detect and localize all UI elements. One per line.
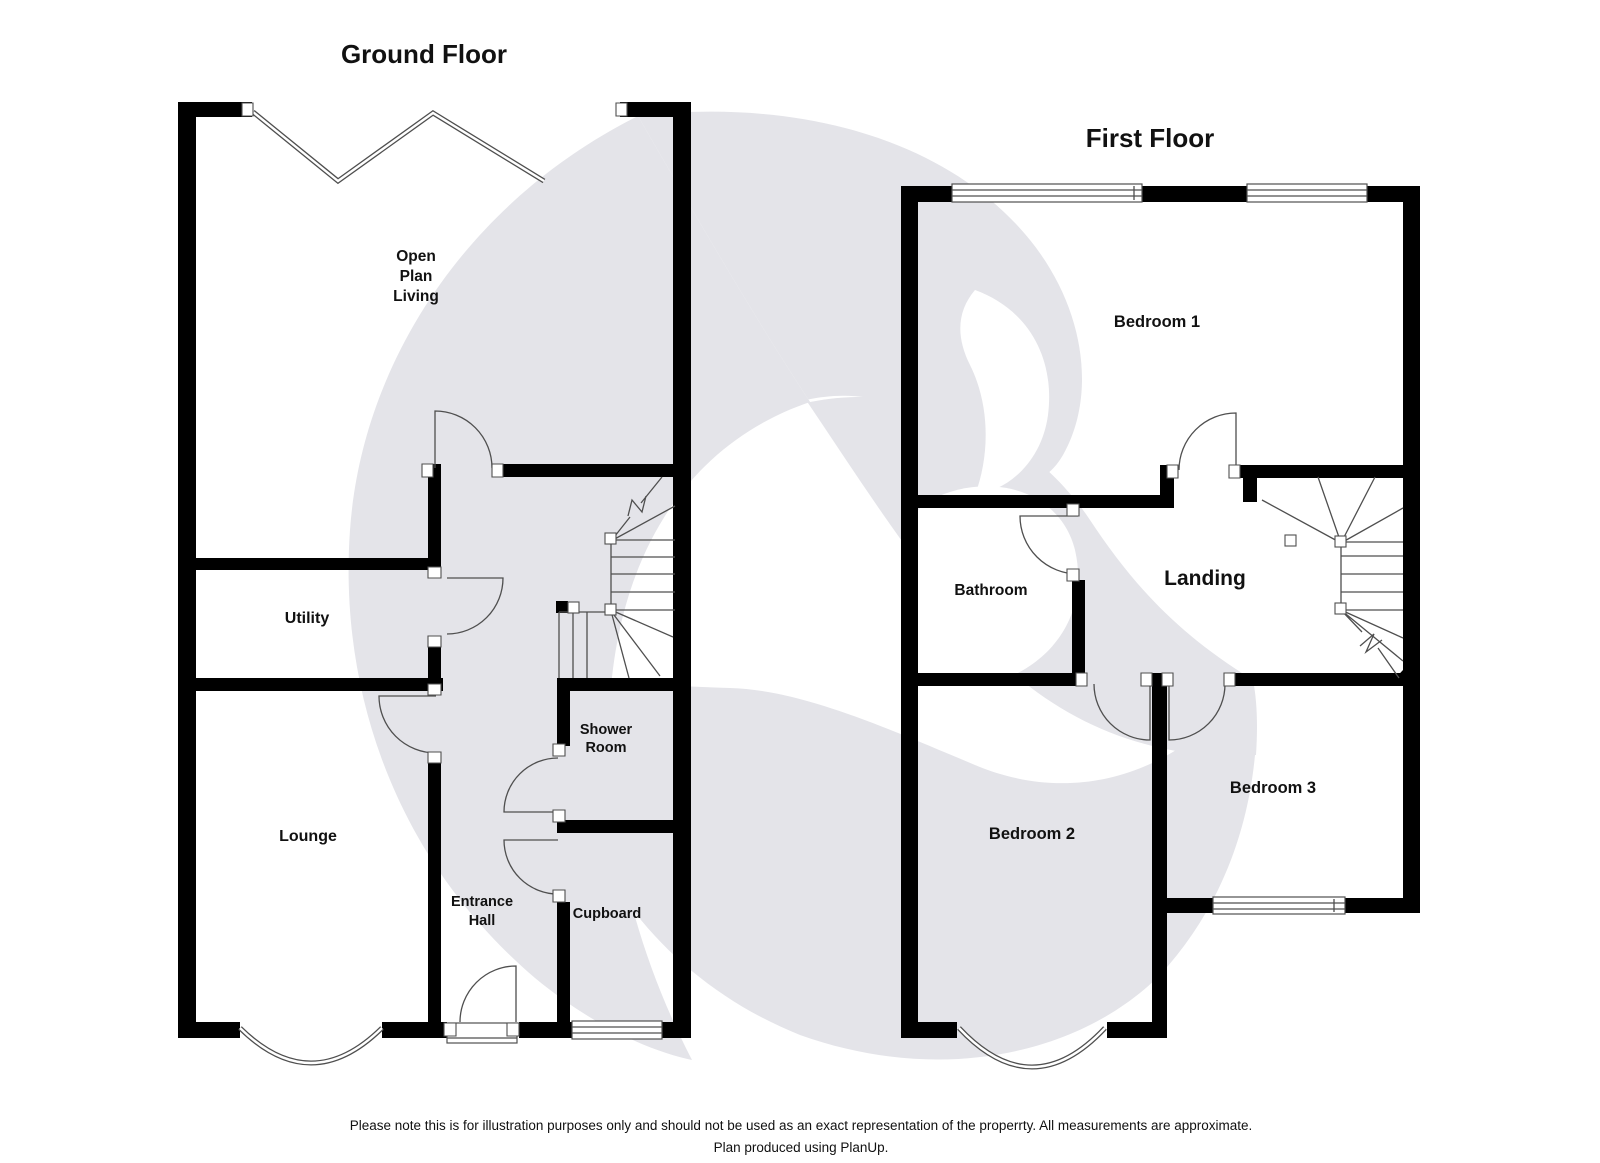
room-label-utility: Utility — [285, 610, 330, 627]
produced-by-text: Plan produced using PlanUp. — [714, 1140, 889, 1155]
room-label-landing: Landing — [1164, 567, 1246, 590]
room-label-cupboard: Cupboard — [573, 906, 641, 922]
ground-floor-walls — [178, 102, 691, 1038]
ground-floor-plan: Ground Floor Open Plan Living Utility Lo… — [178, 39, 691, 1066]
bathroom-door-arc — [1019, 515, 1079, 575]
first-floor-title: First Floor — [1086, 123, 1215, 153]
stair-corner-wall-triangle — [1388, 670, 1403, 686]
room-label-open-plan-living-1: Open — [396, 248, 436, 265]
first-floor-walls — [901, 186, 1420, 1038]
room-label-bedroom-2: Bedroom 2 — [989, 825, 1075, 843]
open-plan-door-arc — [434, 410, 493, 469]
room-label-shower-room-1: Shower — [580, 722, 633, 738]
front-door-arc — [459, 965, 517, 1023]
disclaimer-text: Please note this is for illustration pur… — [350, 1118, 1253, 1133]
lounge-bay-window — [238, 1026, 384, 1066]
bedroom1-door-arc — [1178, 412, 1237, 471]
watermark-logo — [348, 111, 1257, 1060]
room-label-entrance-hall-1: Entrance — [451, 894, 513, 910]
first-floor-stairs — [1261, 476, 1404, 679]
front-door — [446, 965, 518, 1044]
bedroom1-window-left — [951, 183, 1143, 203]
ground-floor-title: Ground Floor — [341, 39, 507, 69]
bedroom1-window-right — [1246, 183, 1368, 203]
watermark-inner-swirl-hole — [960, 290, 1050, 495]
lounge-door-arc — [378, 695, 437, 754]
room-label-bedroom-3: Bedroom 3 — [1230, 779, 1316, 797]
cupboard-door-arc — [503, 839, 559, 895]
ground-floor-door-jambs — [241, 102, 628, 1037]
bifold-door-zigzag — [251, 110, 546, 185]
watermark-top-beak — [638, 111, 1083, 485]
stair-break-symbol — [627, 495, 647, 517]
bedroom2-door-arc — [1093, 683, 1151, 741]
first-floor-plan: First Floor Bedroom 1 Bathroom Landing B… — [901, 123, 1420, 1070]
watermark-inner-hole — [889, 486, 1079, 687]
watermark-left-crescent — [348, 116, 810, 1060]
room-label-shower-room-2: Room — [585, 740, 626, 756]
room-label-open-plan-living-2: Plan — [400, 268, 433, 285]
utility-door-arc — [446, 577, 504, 635]
room-label-lounge: Lounge — [279, 828, 337, 845]
footer: Please note this is for illustration pur… — [350, 1118, 1253, 1155]
first-floor-door-jambs — [1066, 464, 1241, 687]
bedroom3-window — [1212, 896, 1346, 915]
stair-break-symbol — [1359, 633, 1383, 655]
room-label-entrance-hall-2: Hall — [469, 913, 496, 929]
bedroom2-bay-window — [957, 1026, 1107, 1070]
watermark-bottom-tail — [545, 680, 1256, 1060]
room-label-bedroom-1: Bedroom 1 — [1114, 313, 1200, 331]
cupboard-window — [571, 1020, 663, 1040]
ground-floor-stairs — [558, 476, 676, 679]
shower-room-door-arc — [503, 757, 559, 813]
bedroom3-door-arc — [1168, 683, 1226, 741]
room-label-bathroom: Bathroom — [954, 582, 1027, 599]
room-label-open-plan-living-3: Living — [393, 288, 439, 305]
